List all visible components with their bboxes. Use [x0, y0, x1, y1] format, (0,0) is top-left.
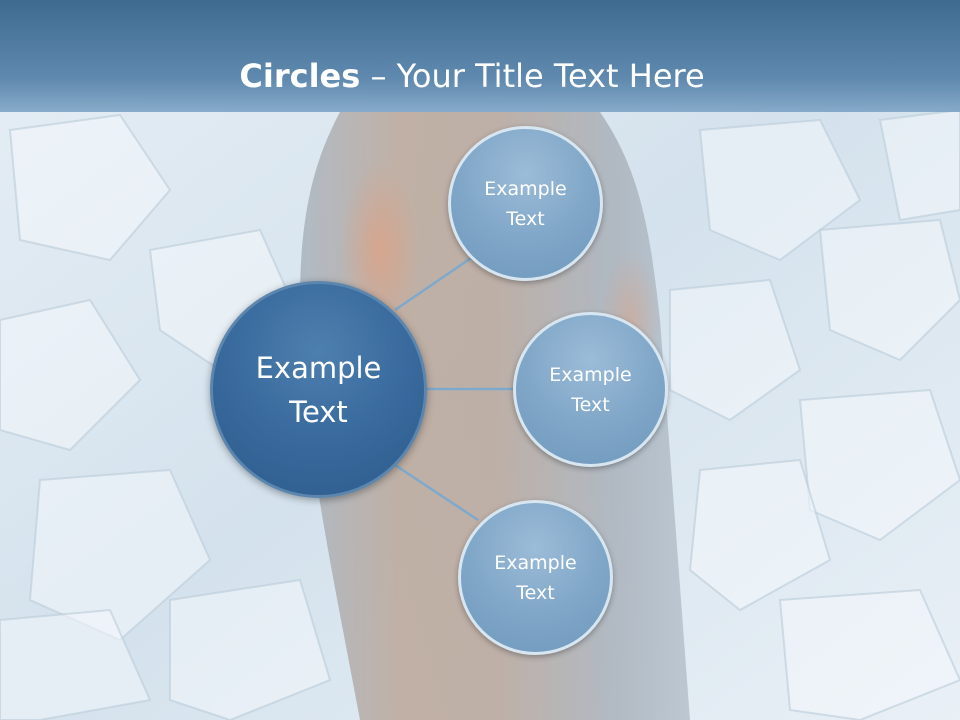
satellite-circle-bottom[interactable]: Example Text: [458, 500, 613, 655]
center-circle[interactable]: Example Text: [210, 281, 427, 498]
satellite-circle-middle[interactable]: Example Text: [513, 312, 668, 467]
title-bold-text: Circles: [239, 57, 361, 95]
satellite-circle-top[interactable]: Example Text: [448, 126, 603, 281]
slide-title: Circles – Your Title Text Here: [0, 50, 944, 102]
satellite-circle-text: Example Text: [549, 363, 632, 416]
title-rest-text: – Your Title Text Here: [360, 57, 705, 95]
connector-line-bottom: [394, 463, 479, 522]
satellite-circle-text: Example Text: [494, 551, 577, 604]
center-circle-text: Example Text: [255, 350, 382, 429]
connector-line-top: [394, 254, 475, 312]
title-bar: [0, 0, 960, 112]
satellite-circle-text: Example Text: [484, 177, 567, 230]
